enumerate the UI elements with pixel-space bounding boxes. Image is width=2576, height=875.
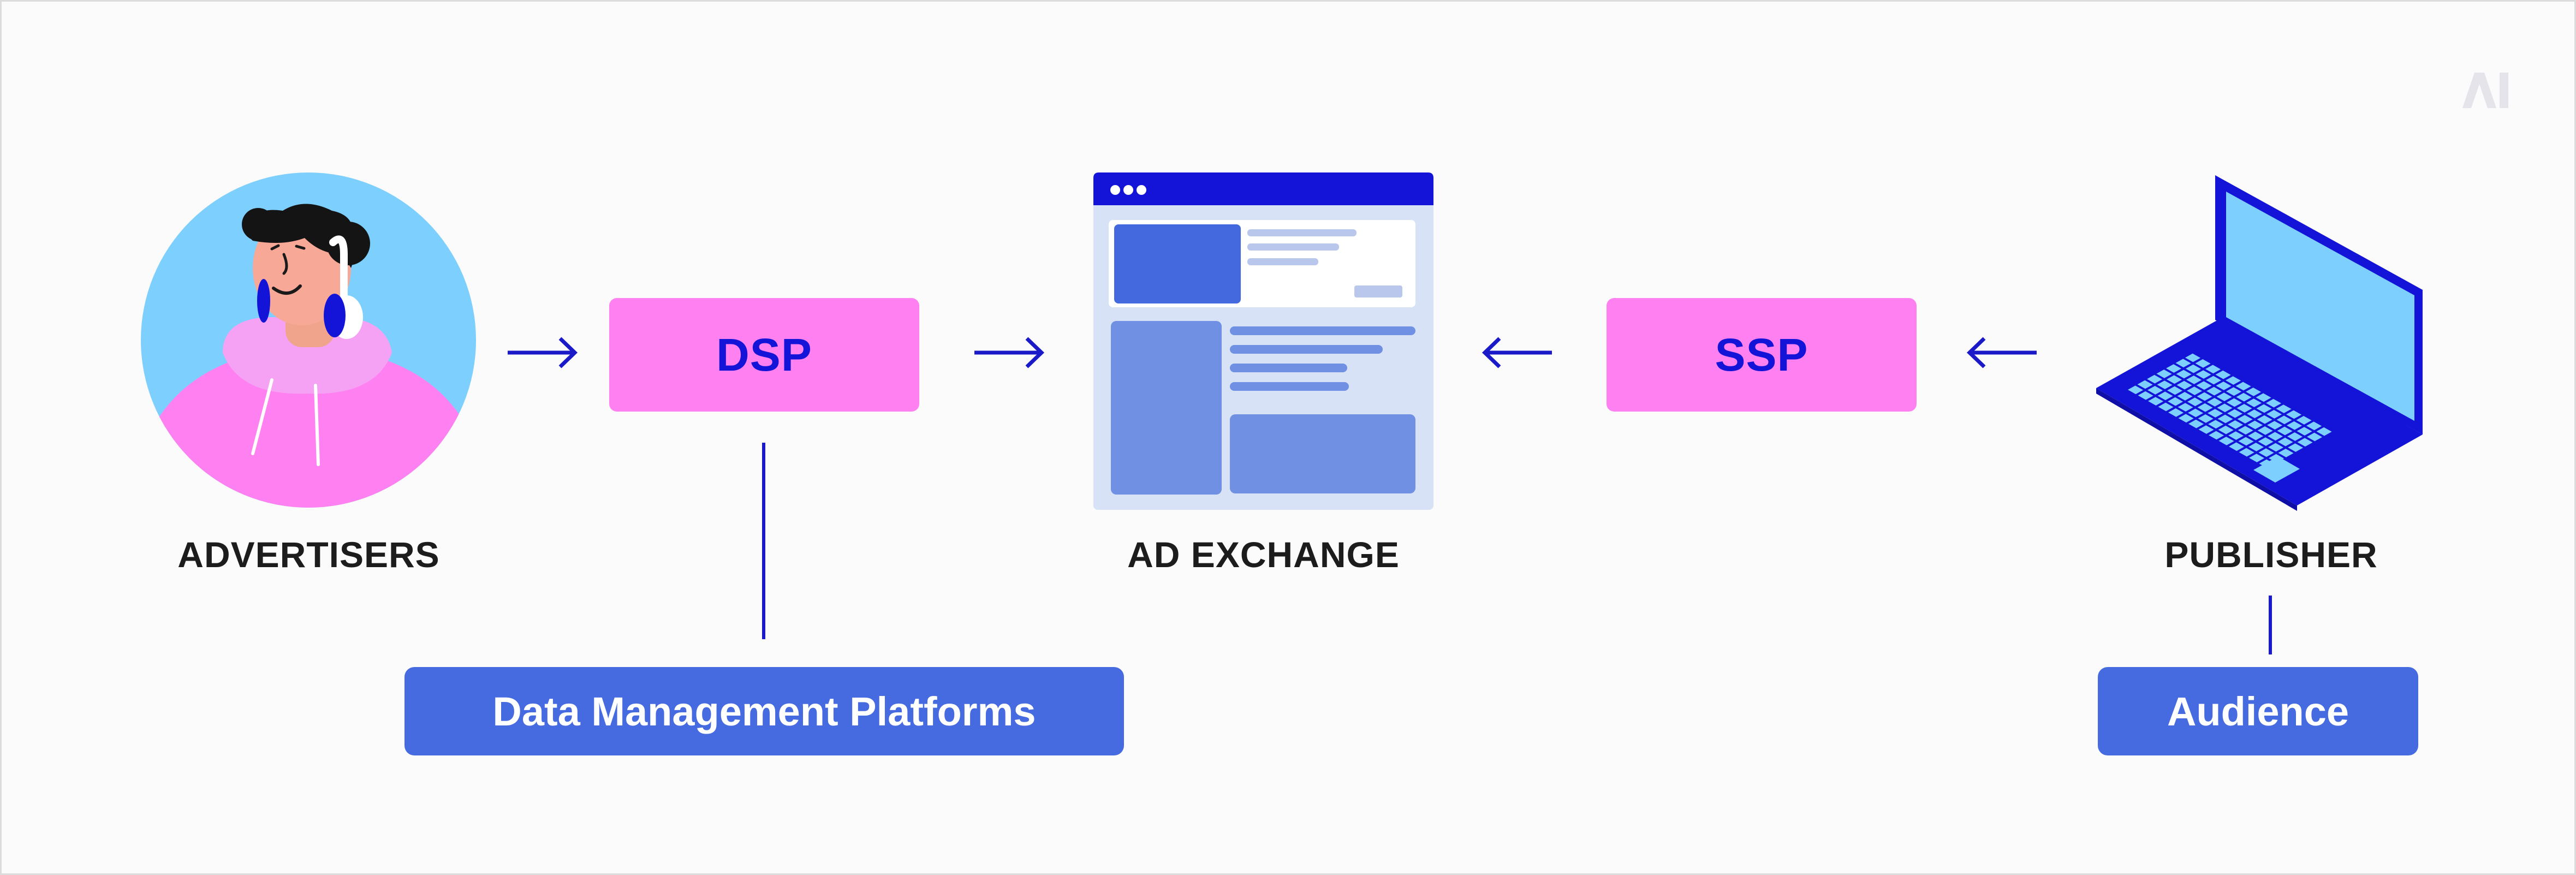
dsp-label: DSP: [716, 329, 812, 380]
arrow-left-icon: [1966, 337, 2037, 368]
logo-icon: [2462, 73, 2508, 108]
person-avatar-icon: [141, 172, 476, 508]
laptop-icon: [2096, 175, 2423, 511]
ad-exchange-label: AD EXCHANGE: [1127, 534, 1400, 575]
dmp-label: Data Management Platforms: [492, 688, 1036, 734]
publisher-audience-connector: [2269, 596, 2272, 654]
arrow-left-icon: [1482, 337, 1552, 368]
audience-box: Audience: [2098, 667, 2418, 755]
ssp-label: SSP: [1715, 329, 1808, 380]
arrow-right-icon: [974, 337, 1045, 368]
dsp-dmp-connector: [762, 443, 765, 639]
publisher-label: PUBLISHER: [2164, 534, 2378, 575]
dmp-box: Data Management Platforms: [404, 667, 1124, 755]
advertisers-label: ADVERTISERS: [177, 534, 440, 575]
ssp-box: SSP: [1607, 298, 1917, 412]
arrow-right-icon: [508, 337, 578, 368]
dsp-box: DSP: [609, 298, 919, 412]
browser-window-icon: [1093, 172, 1433, 510]
audience-label: Audience: [2167, 688, 2349, 734]
